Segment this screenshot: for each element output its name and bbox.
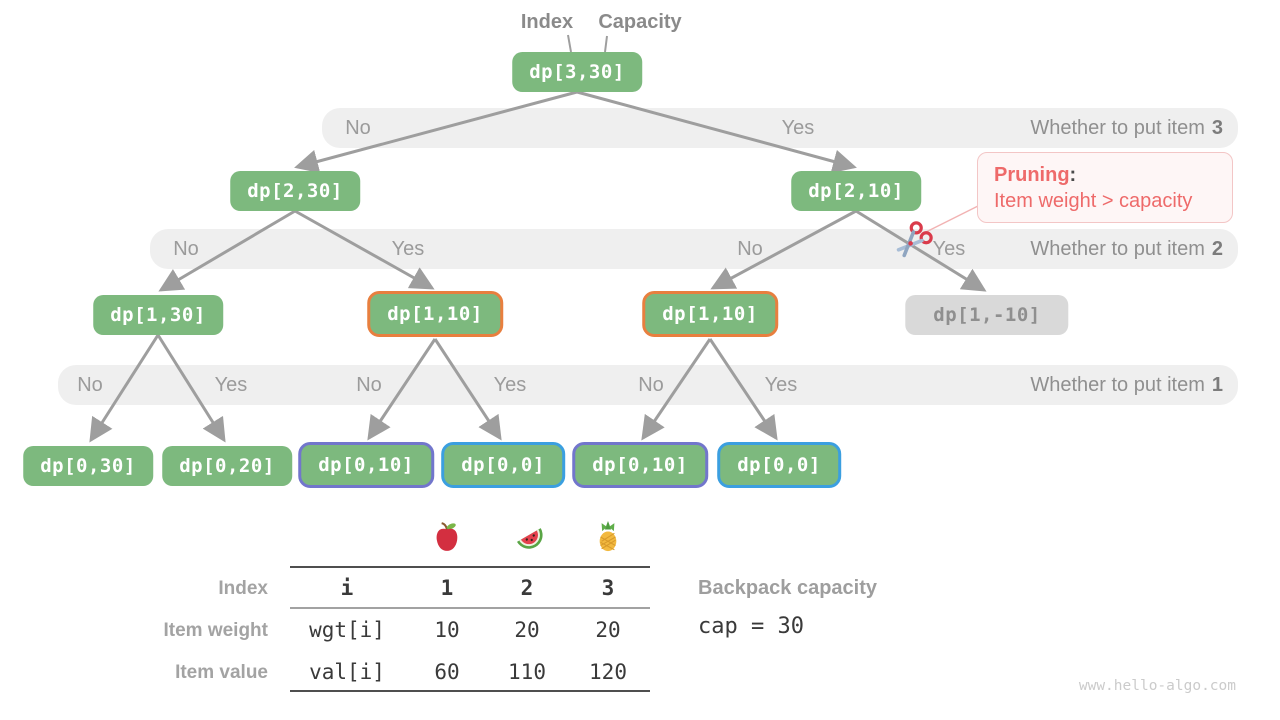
table-cell: 10 <box>434 618 460 642</box>
choice-yes: Yes <box>781 117 815 139</box>
pruning-colon: : <box>1069 164 1077 186</box>
scissors-icon <box>896 221 933 258</box>
index-pointer-label: Index <box>520 11 574 33</box>
backpack-capacity-label: Backpack capacity <box>698 577 878 599</box>
dp-node-0-10-overlap: dp[0,10] <box>572 442 708 488</box>
choice-no: No <box>77 374 103 396</box>
watermark: www.hello-algo.com <box>1078 678 1236 694</box>
band-title-number: 3 <box>1211 117 1223 139</box>
dp-node-2-30: dp[2,30] <box>230 171 360 211</box>
table-cell: 20 <box>514 618 540 642</box>
pruning-description: Item weight > capacity <box>994 190 1193 212</box>
band-title-item-3: Whether to put item 3 <box>1030 108 1223 148</box>
table-row-label-weight: Item weight <box>163 620 268 641</box>
table-cell-val: val[i] <box>309 660 385 684</box>
choice-no: No <box>345 117 371 139</box>
dp-node-3-30: dp[3,30] <box>512 52 642 92</box>
dp-node-0-10-overlap: dp[0,10] <box>298 442 434 488</box>
decision-band-item-1: No Yes No Yes No Yes Whether to put item… <box>58 365 1238 405</box>
table-rule-bottom <box>290 690 650 692</box>
choice-yes: Yes <box>932 238 966 260</box>
dp-node-1-10-highlighted: dp[1,10] <box>642 291 778 337</box>
band-title-item-2: Whether to put item 2 <box>1030 229 1223 269</box>
dp-node-0-0-overlap: dp[0,0] <box>441 442 565 488</box>
choice-yes: Yes <box>214 374 248 396</box>
band-title-text: Whether to put item <box>1030 238 1205 260</box>
choice-no: No <box>356 374 382 396</box>
decision-band-item-2: No Yes No Yes Whether to put item 2 <box>150 229 1238 269</box>
table-cell: 120 <box>589 660 627 684</box>
dp-node-1-10-highlighted: dp[1,10] <box>367 291 503 337</box>
dp-node-0-20: dp[0,20] <box>162 446 292 486</box>
table-rule-middle <box>290 607 650 609</box>
table-row-label-value: Item value <box>175 662 268 683</box>
band-title-text: Whether to put item <box>1030 117 1205 139</box>
band-title-number: 1 <box>1211 374 1223 396</box>
pruning-title-line: Pruning: <box>994 162 1216 188</box>
backpack-capacity-formula: cap = 30 <box>698 614 804 639</box>
dp-node-0-30: dp[0,30] <box>23 446 153 486</box>
band-title-number: 2 <box>1211 238 1223 260</box>
table-cell: 1 <box>440 576 454 600</box>
choice-yes: Yes <box>764 374 798 396</box>
dp-node-1-30: dp[1,30] <box>93 295 223 335</box>
table-cell: 3 <box>601 576 615 600</box>
band-title-text: Whether to put item <box>1030 374 1205 396</box>
dp-node-0-0-overlap: dp[0,0] <box>717 442 841 488</box>
table-row-label-index: Index <box>218 578 268 599</box>
dp-node-2-10: dp[2,10] <box>791 171 921 211</box>
choice-no: No <box>737 238 763 260</box>
band-title-item-1: Whether to put item 1 <box>1030 365 1223 405</box>
table-rule-top <box>290 566 650 568</box>
capacity-pointer-label: Capacity <box>598 11 682 33</box>
table-cell: 2 <box>520 576 534 600</box>
table-cell-i: i <box>340 576 354 600</box>
choice-yes: Yes <box>493 374 527 396</box>
pruning-note: Pruning: Item weight > capacity <box>977 152 1233 223</box>
table-cell-wgt: wgt[i] <box>309 618 385 642</box>
choice-yes: Yes <box>391 238 425 260</box>
pruning-title: Pruning <box>994 164 1070 186</box>
choice-no: No <box>638 374 664 396</box>
table-cell: 110 <box>508 660 546 684</box>
table-cell: 60 <box>434 660 460 684</box>
decision-band-item-3: No Yes Whether to put item 3 <box>322 108 1238 148</box>
pineapple-icon <box>599 521 617 552</box>
dp-node-1-neg10-pruned: dp[1,-10] <box>905 295 1069 335</box>
table-cell: 20 <box>595 618 621 642</box>
watermelon-icon <box>516 528 543 549</box>
choice-no: No <box>173 238 199 260</box>
apple-icon <box>436 522 458 551</box>
